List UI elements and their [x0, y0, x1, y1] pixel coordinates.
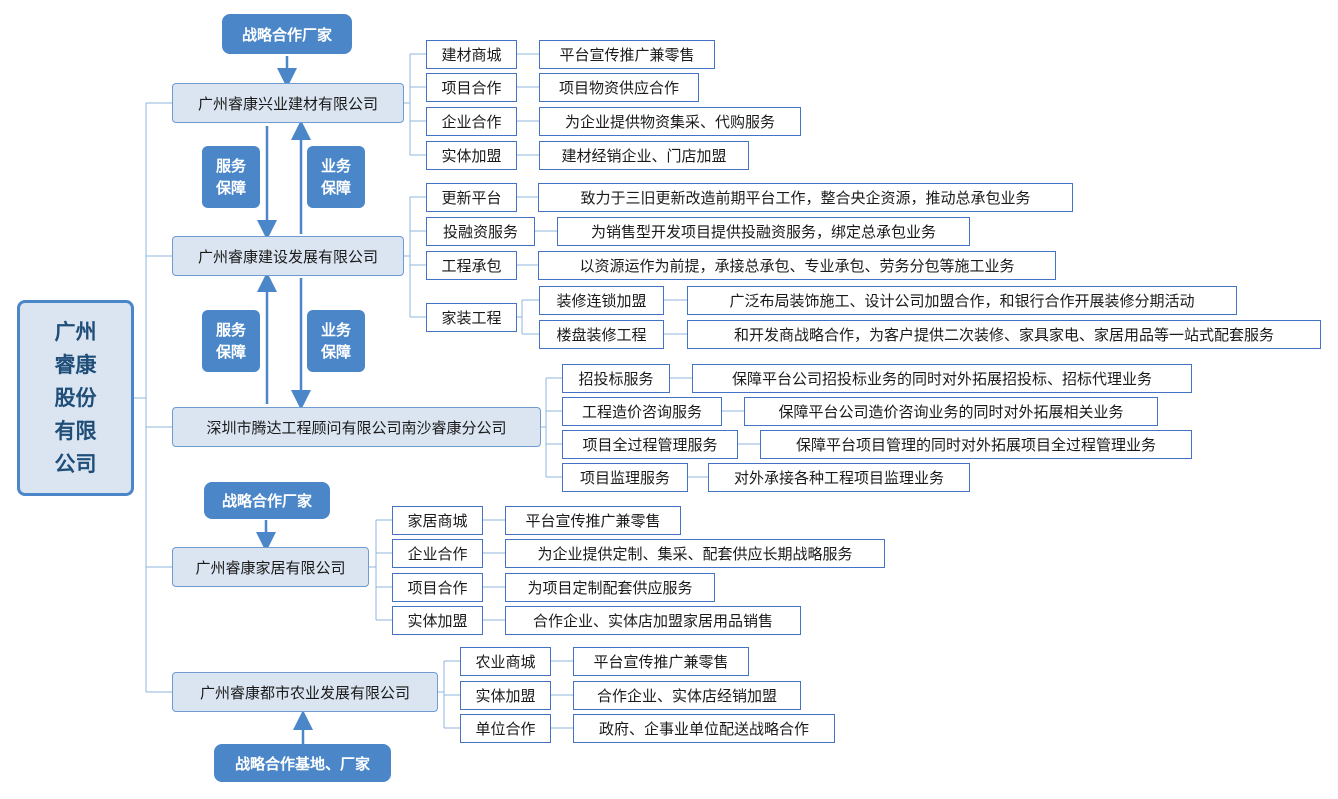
company-node-3: 深圳市腾达工程顾问有限公司南沙睿康分公司 — [172, 407, 541, 447]
category-box: 实体加盟 — [426, 141, 517, 170]
subcategory-box: 楼盘装修工程 — [539, 320, 664, 349]
description-box: 致力于三旧更新改造前期平台工作，整合央企资源，推动总承包业务 — [538, 183, 1073, 212]
description-box: 合作企业、实体店经销加盟 — [573, 681, 801, 710]
company-node-4: 广州睿康家居有限公司 — [172, 547, 369, 587]
category-box: 工程造价咨询服务 — [562, 397, 722, 426]
category-box: 项目监理服务 — [562, 463, 688, 492]
service-support-tag-2: 服务保障 — [202, 310, 260, 372]
category-box: 家装工程 — [426, 303, 517, 332]
category-box: 投融资服务 — [426, 217, 535, 246]
description-box: 平台宣传推广兼零售 — [573, 647, 749, 676]
root-node: 广州睿康股份有限公司 — [17, 300, 134, 496]
description-box: 保障平台公司招投标业务的同时对外拓展招投标、招标代理业务 — [692, 364, 1192, 393]
category-box: 项目合作 — [392, 573, 483, 602]
description-box: 广泛布局装饰施工、设计公司加盟合作，和银行合作开展装修分期活动 — [687, 286, 1237, 315]
description-box: 保障平台项目管理的同时对外拓展项目全过程管理业务 — [760, 430, 1192, 459]
description-box: 为企业提供物资集采、代购服务 — [539, 107, 801, 136]
description-box: 政府、企事业单位配送战略合作 — [573, 714, 835, 743]
category-box: 企业合作 — [392, 539, 483, 568]
category-box: 建材商城 — [426, 40, 517, 69]
description-box: 和开发商战略合作，为客户提供二次装修、家具家电、家居用品等一站式配套服务 — [687, 320, 1321, 349]
company-node-2: 广州睿康建设发展有限公司 — [172, 236, 404, 276]
category-box: 单位合作 — [460, 714, 551, 743]
category-box: 实体加盟 — [460, 681, 551, 710]
partner-pill-1: 战略合作厂家 — [222, 14, 352, 54]
description-box: 建材经销企业、门店加盟 — [539, 141, 749, 170]
category-box: 项目合作 — [426, 73, 517, 102]
business-support-tag-2: 业务保障 — [307, 310, 365, 372]
subcategory-box: 装修连锁加盟 — [539, 286, 664, 315]
description-box: 项目物资供应合作 — [539, 73, 699, 102]
category-box: 实体加盟 — [392, 606, 483, 635]
company-node-5: 广州睿康都市农业发展有限公司 — [172, 672, 438, 712]
root-label: 广州睿康股份有限公司 — [54, 319, 97, 476]
business-support-tag-1: 业务保障 — [307, 146, 365, 208]
category-box: 农业商城 — [460, 647, 551, 676]
category-box: 项目全过程管理服务 — [562, 430, 738, 459]
partner-pill-4: 战略合作厂家 — [204, 482, 330, 519]
description-box: 对外承接各种工程项目监理业务 — [708, 463, 970, 492]
description-box: 平台宣传推广兼零售 — [539, 40, 715, 69]
description-box: 以资源运作为前提，承接总承包、专业承包、劳务分包等施工业务 — [538, 251, 1056, 280]
company-node-1: 广州睿康兴业建材有限公司 — [172, 83, 404, 123]
category-box: 家居商城 — [392, 506, 483, 535]
description-box: 平台宣传推广兼零售 — [505, 506, 681, 535]
description-box: 为销售型开发项目提供投融资服务，绑定总承包业务 — [557, 217, 970, 246]
category-box: 工程承包 — [426, 251, 517, 280]
category-box: 招投标服务 — [562, 364, 670, 393]
description-box: 保障平台公司造价咨询业务的同时对外拓展相关业务 — [744, 397, 1158, 426]
description-box: 为项目定制配套供应服务 — [505, 573, 715, 602]
partner-pill-5: 战略合作基地、厂家 — [214, 744, 391, 782]
description-box: 合作企业、实体店加盟家居用品销售 — [505, 606, 801, 635]
category-box: 企业合作 — [426, 107, 517, 136]
service-support-tag-1: 服务保障 — [202, 146, 260, 208]
description-box: 为企业提供定制、集采、配套供应长期战略服务 — [505, 539, 885, 568]
category-box: 更新平台 — [426, 183, 517, 212]
